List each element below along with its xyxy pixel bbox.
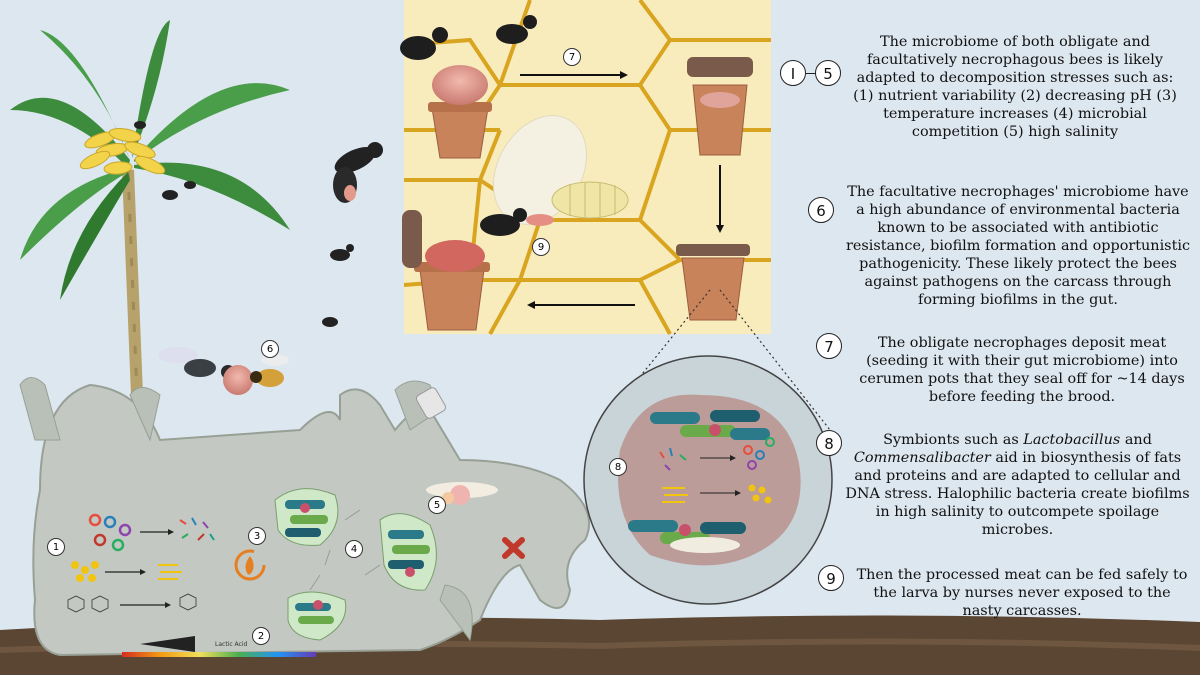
bee-silhouettes [134,121,383,327]
lactic-acid-label: Lactic Acid [215,641,248,648]
caption-9-number: 9 [818,565,844,591]
facultative-bees [158,347,289,395]
marker-8: 8 [609,458,627,476]
genus-lactobacillus: Lactobacillus [1023,432,1121,448]
microbe-colonies [274,488,437,641]
genus-commensalibacter: Commensalibacter [853,450,991,466]
hive-panel [400,0,771,335]
marker-3: 3 [248,527,266,545]
cerumen-pot-2 [687,57,753,156]
caption-8-text: Symbionts such as Lactobacillus and Comm… [845,432,1190,538]
ph-arrow [140,636,195,652]
caption-7-number: 7 [816,333,842,359]
marker-9: 9 [532,238,550,256]
cerumen-pot-3 [676,244,750,321]
marker-6: 6 [261,340,279,358]
caption-1-to-5-text: The microbiome of both obligate and facu… [853,34,1177,140]
cerumen-pot-4 [402,210,490,331]
marker-2: 2 [252,627,270,645]
red-x-mark [502,537,525,559]
marker-5: 5 [428,496,446,514]
marker-4: 4 [345,540,363,558]
cerumen-pot-1 [428,65,492,159]
temperature-icon [234,549,266,581]
caption-1-number: I [780,60,806,86]
caption-6-number: 6 [808,197,834,223]
nutrient-icons [67,513,215,613]
ph-gradient-bar [122,652,316,657]
caption-9-text: Then the processed meat can be fed safel… [856,567,1188,619]
caption-8-number: 8 [816,430,842,456]
zoom-circle-gut [583,355,833,605]
caption-5-number: 5 [815,60,841,86]
caption-7-text: The obligate necrophages deposit meat (s… [859,335,1185,405]
marker-7: 7 [563,48,581,66]
caption-6-text: The facultative necrophages' microbiome … [845,184,1191,308]
marker-1: 1 [47,538,65,556]
